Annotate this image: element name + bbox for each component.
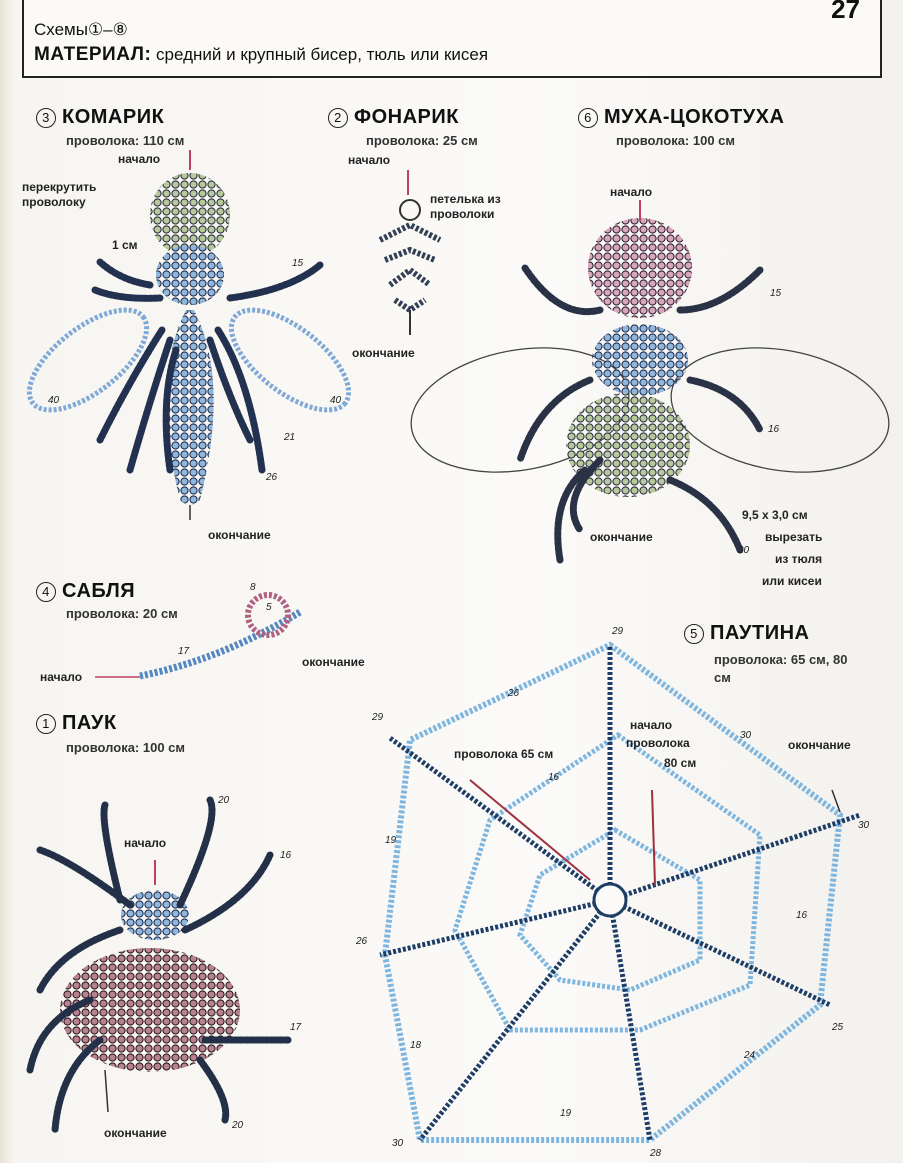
pautina-start: начало [630,718,672,732]
sablya-n5: 5 [266,602,272,613]
sablya-end: окончание [302,655,365,669]
pautina-n29a: 29 [612,626,623,637]
pautina-n16a: 16 [548,772,559,783]
komarik-n40b: 40 [330,395,341,406]
komarik-wire: проволока: 110 см [66,133,184,148]
pautina-n30c: 30 [392,1138,403,1149]
mukha-from: из тюля [775,552,822,566]
pautina-n18: 18 [410,1040,421,1051]
komarik-n40a: 40 [48,395,59,406]
pautina-wire2: проволока [626,736,690,750]
pautina-n19b: 19 [560,1108,571,1119]
sablya-start: начало [40,670,82,684]
pautina-n24: 24 [744,1050,755,1061]
pauk-end: окончание [104,1126,167,1140]
mukha-size: 9,5 х 3,0 см [742,508,808,522]
fonarik-end: окончание [352,346,415,360]
mukha-n20: 20 [738,545,749,556]
komarik-start: начало [118,152,160,166]
sablya-wire: проволока: 20 см [66,606,178,621]
pautina-figure [380,645,860,1140]
sablya-n17: 17 [178,646,189,657]
mukha-wire: проволока: 100 см [616,133,735,148]
mukha-n15: 15 [770,288,781,299]
pauk-n16: 16 [280,850,291,861]
pautina-end: окончание [788,738,851,752]
sablya-n8: 8 [250,582,256,593]
pautina-n29b: 29 [372,712,383,723]
fonarik-wire: проволока: 25 см [366,133,478,148]
pautina-n26a: 26 [508,688,519,699]
fonarik-loop: петелька из проволоки [430,192,520,222]
pautina-n26b: 26 [356,936,367,947]
komarik-n15: 15 [292,258,303,269]
pautina-wire65: проволока 65 см [454,747,553,761]
mukha-start: начало [610,185,652,199]
pautina-wire: проволока: 65 см, 80 см [714,651,864,687]
pautina-n30b: 30 [858,820,869,831]
komarik-end: окончание [208,528,271,542]
komarik-cm: 1 см [112,238,138,252]
pautina-n16b: 16 [796,910,807,921]
pautina-n30a: 30 [740,730,751,741]
mukha-end: окончание [590,530,653,544]
pauk-start: начало [124,836,166,850]
pautina-80cm: 80 см [664,756,696,770]
pauk-n20b: 20 [232,1120,243,1131]
pautina-n25: 25 [832,1022,843,1033]
komarik-n21: 21 [284,432,295,443]
komarik-n26: 26 [266,472,277,483]
pauk-n20a: 20 [218,795,229,806]
pauk-wire: проволока: 100 см [66,740,185,755]
pautina-n19a: 19 [385,835,396,846]
mukha-n16: 16 [768,424,779,435]
fonarik-start: начало [348,153,390,167]
mukha-figure [401,200,898,560]
pautina-n28: 28 [650,1148,661,1159]
komarik-twist: перекрутить проволоку [22,180,102,210]
mukha-or: или кисеи [762,574,822,588]
mukha-cut: вырезать [765,530,822,544]
pauk-n17: 17 [290,1022,301,1033]
